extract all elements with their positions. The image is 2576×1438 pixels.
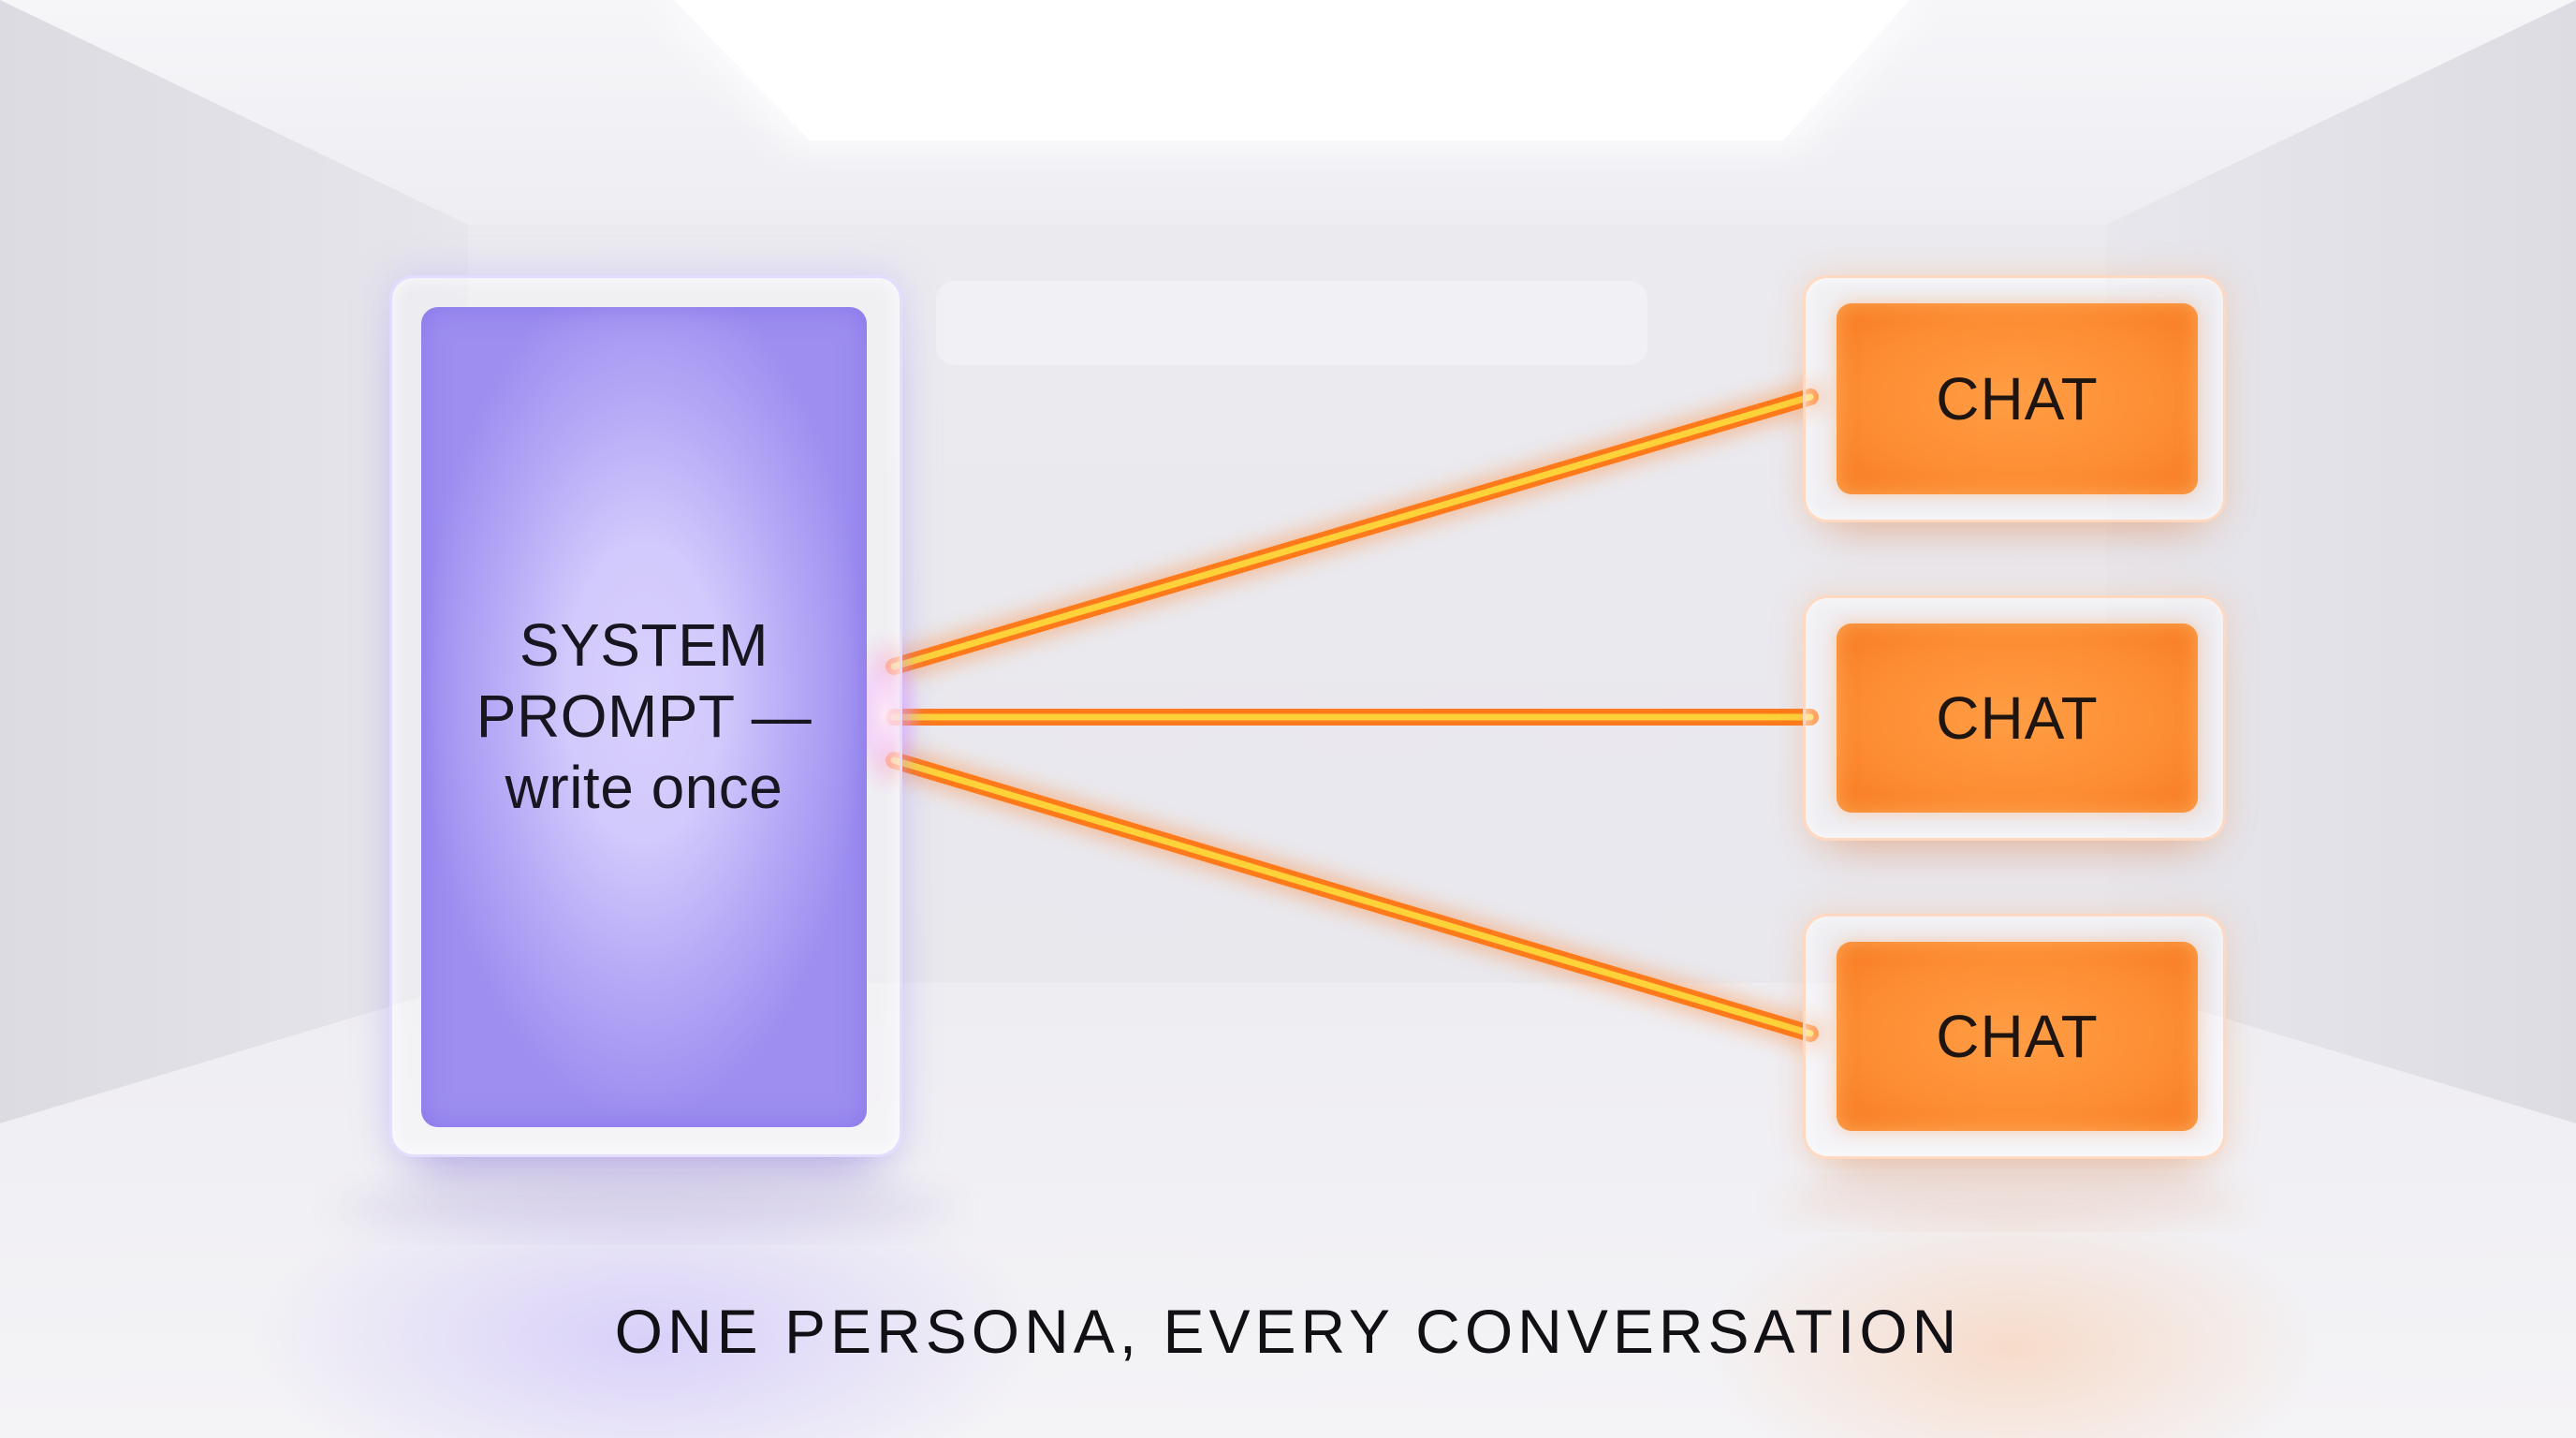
caption: ONE PERSONA, EVERY CONVERSATION	[614, 1297, 1962, 1366]
chat-box-2: CHAT	[1837, 624, 2198, 813]
system-prompt-line-1: SYSTEM	[519, 611, 769, 679]
system-prompt-label: SYSTEM PROMPT — write once	[421, 609, 867, 823]
system-prompt-panel	[421, 307, 867, 1127]
system-prompt-line-3: write once	[505, 754, 783, 821]
system-prompt-line-2: PROMPT —	[476, 682, 812, 750]
chat-box-1: CHAT	[1837, 303, 2198, 494]
chat-box-3: CHAT	[1837, 942, 2198, 1131]
